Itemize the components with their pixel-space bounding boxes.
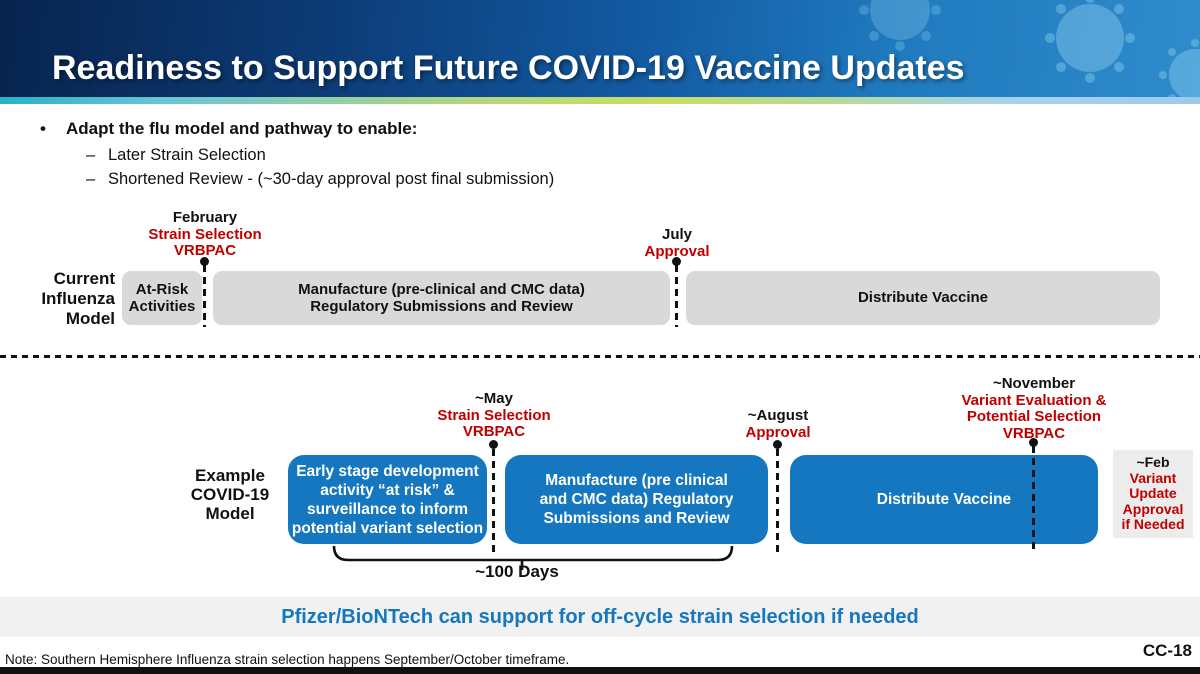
bottom-border bbox=[0, 667, 1200, 674]
bullet-sub-2: –Shortened Review - (~30-day approval po… bbox=[86, 170, 554, 189]
duration-label: ~100 Days bbox=[475, 562, 559, 581]
bullet-main: • Adapt the flu model and pathway to enab… bbox=[40, 119, 417, 139]
milestone-may-dot bbox=[489, 440, 498, 449]
statement-band: Pfizer/BioNTech can support for off-cycl… bbox=[0, 597, 1200, 637]
milestone-august-dot bbox=[773, 440, 782, 449]
bullet-main-text: Adapt the flu model and pathway to enabl… bbox=[66, 119, 418, 138]
milestone-november-dot bbox=[1029, 438, 1038, 447]
box-distribute-vaccine-covid: Distribute Vaccine bbox=[790, 455, 1098, 544]
milestone-november-line bbox=[1032, 446, 1035, 553]
section-divider bbox=[0, 355, 1200, 358]
slide-code: CC-18 bbox=[1142, 641, 1192, 660]
bullet-sub-2-text: Shortened Review - (~30-day approval pos… bbox=[108, 170, 555, 188]
duration-bracket bbox=[332, 545, 734, 570]
box-at-risk-activities: At-Risk Activities bbox=[122, 271, 202, 325]
accent-divider bbox=[0, 97, 1200, 104]
milestone-july-label: July Approval bbox=[644, 226, 710, 260]
milestone-may-line bbox=[492, 449, 495, 553]
covid-model-label: Example COVID-19 Model bbox=[190, 466, 270, 523]
box-early-stage-development: Early stage development activity “at ris… bbox=[288, 455, 487, 544]
dash-icon: – bbox=[86, 170, 96, 188]
page-title: Readiness to Support Future COVID-19 Vac… bbox=[52, 49, 965, 87]
coronavirus-decoration-icon bbox=[859, 0, 1200, 97]
milestone-may-label: ~May Strain Selection VRBPAC bbox=[437, 390, 551, 440]
header-banner: Readiness to Support Future COVID-19 Vac… bbox=[0, 0, 1200, 97]
box-manufacture-regulatory: Manufacture (pre-clinical and CMC data) … bbox=[213, 271, 670, 325]
milestone-july-line bbox=[675, 265, 678, 327]
side-box-feb-variant-update: ~Feb Variant Update Approval if Needed bbox=[1113, 450, 1193, 538]
milestone-february-line bbox=[203, 265, 206, 327]
bullet-sub-1-text: Later Strain Selection bbox=[108, 146, 266, 164]
box-manufacture-covid: Manufacture (pre clinical and CMC data) … bbox=[505, 455, 768, 544]
milestone-august-line bbox=[776, 449, 779, 553]
statement-text: Pfizer/BioNTech can support for off-cycl… bbox=[281, 605, 919, 628]
milestone-february-label: February Strain Selection VRBPAC bbox=[148, 209, 262, 259]
bullet-icon: • bbox=[40, 119, 46, 138]
milestone-february-dot bbox=[200, 257, 209, 266]
milestone-july-dot bbox=[672, 257, 681, 266]
milestone-november-label: ~November Variant Evaluation & Potential… bbox=[961, 375, 1107, 442]
box-distribute-vaccine: Distribute Vaccine bbox=[686, 271, 1160, 325]
milestone-august-label: ~August Approval bbox=[745, 407, 811, 441]
current-model-label: Current Influenza Model bbox=[41, 269, 115, 328]
footnote: Note: Southern Hemisphere Influenza stra… bbox=[5, 652, 570, 667]
dash-icon: – bbox=[86, 146, 96, 164]
bullet-sub-1: –Later Strain Selection bbox=[86, 146, 266, 165]
